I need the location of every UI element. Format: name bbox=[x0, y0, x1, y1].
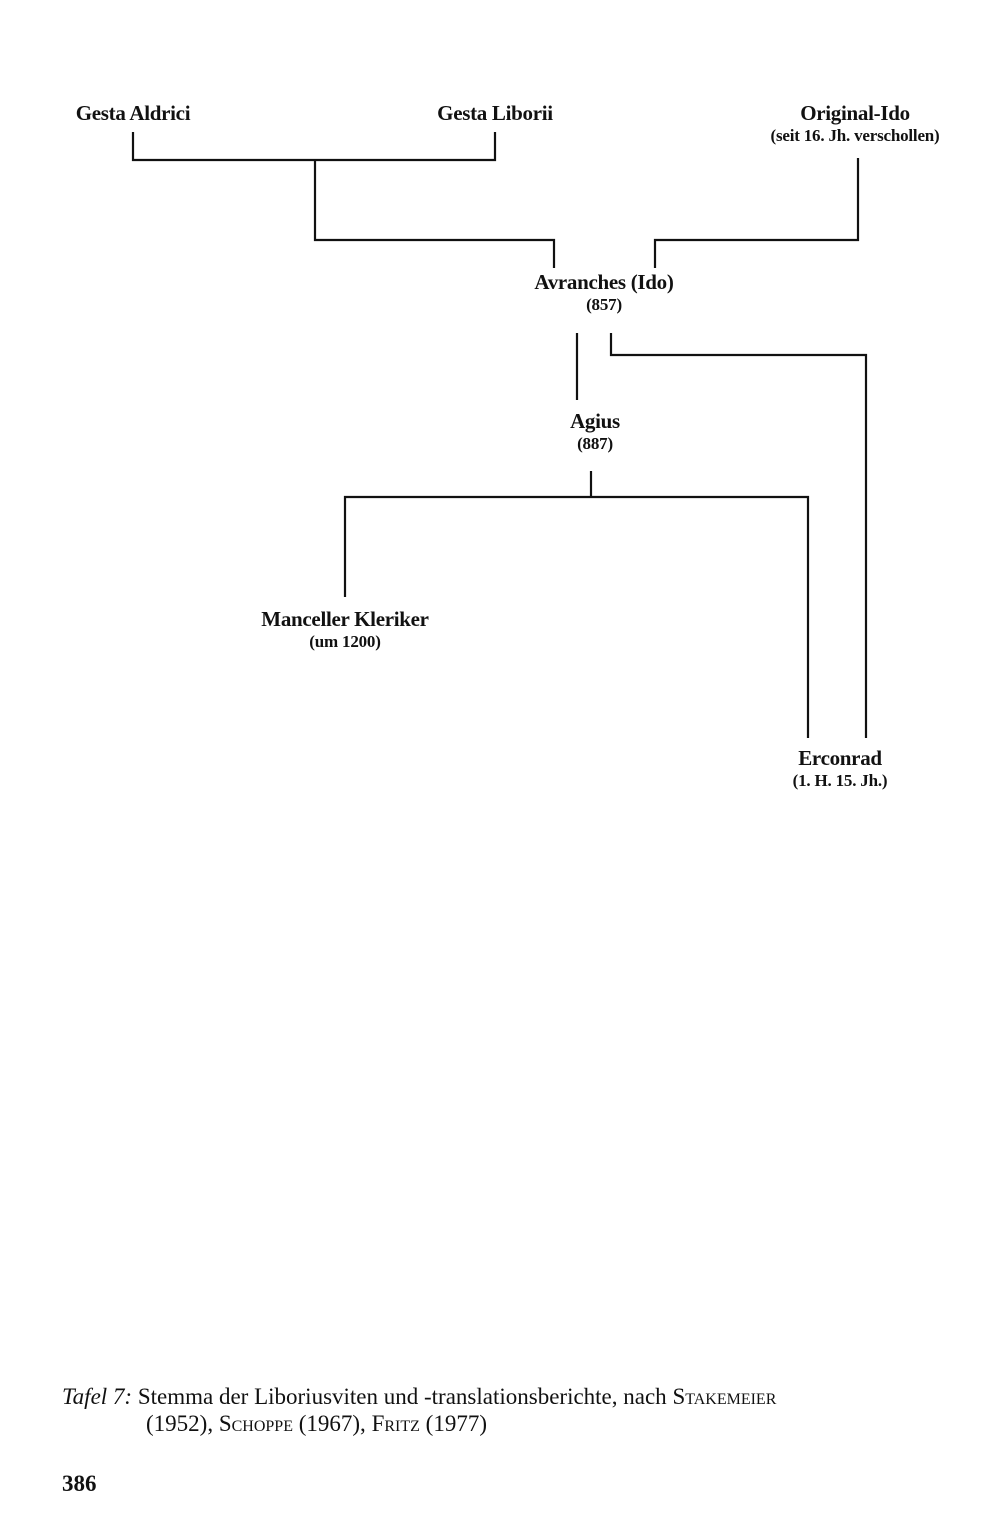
node-original-ido: Original-Ido (seit 16. Jh. verschollen) bbox=[725, 101, 985, 146]
manceller-label: Manceller Kleriker bbox=[261, 607, 429, 631]
gesta-liborii-label: Gesta Liborii bbox=[437, 101, 553, 125]
connector-gesta-to-avranches bbox=[313, 160, 556, 268]
caption-author-schoppe: Schoppe bbox=[218, 1411, 293, 1436]
node-avranches: Avranches (Ido) (857) bbox=[504, 270, 704, 315]
caption-text-1: Stemma der Liboriusviten und -translatio… bbox=[137, 1384, 667, 1409]
connector-original-ido-to-avranches bbox=[653, 158, 860, 268]
agius-date: (887) bbox=[577, 434, 613, 453]
connector-gesta-aldrici-liborii bbox=[131, 132, 497, 162]
caption-lead: Tafel 7: bbox=[62, 1384, 133, 1409]
caption-text-3: (1967), bbox=[298, 1411, 366, 1436]
node-gesta-aldrici: Gesta Aldrici bbox=[53, 101, 213, 126]
node-manceller-kleriker: Manceller Kleriker (um 1200) bbox=[235, 607, 455, 652]
erconrad-date: (1. H. 15. Jh.) bbox=[792, 771, 888, 790]
connector-agius-to-manceller bbox=[343, 495, 810, 738]
node-erconrad: Erconrad (1. H. 15. Jh.) bbox=[760, 746, 920, 791]
caption-author-fritz: Fritz bbox=[371, 1411, 420, 1436]
connector-avranches-to-erconrad bbox=[609, 333, 868, 738]
page-number: 386 bbox=[62, 1471, 97, 1496]
avranches-label: Avranches (Ido) bbox=[534, 270, 674, 294]
caption-text-2: (1952), bbox=[146, 1411, 214, 1436]
original-ido-note: (seit 16. Jh. verschollen) bbox=[770, 126, 940, 145]
avranches-date: (857) bbox=[586, 295, 622, 314]
caption-author-stakemeier: Stakemeier bbox=[672, 1384, 777, 1409]
node-agius: Agius (887) bbox=[540, 409, 650, 454]
figure-caption: Tafel 7: Stemma der Liboriusviten und -t… bbox=[62, 1383, 962, 1437]
original-ido-label: Original-Ido bbox=[800, 101, 910, 125]
erconrad-label: Erconrad bbox=[798, 746, 882, 770]
caption-text-4: (1977) bbox=[425, 1411, 487, 1436]
gesta-aldrici-label: Gesta Aldrici bbox=[75, 101, 191, 125]
caption-line-2: (1952), Schoppe (1967), Fritz (1977) bbox=[62, 1410, 962, 1437]
agius-label: Agius bbox=[570, 409, 620, 433]
node-gesta-liborii: Gesta Liborii bbox=[420, 101, 570, 126]
manceller-date: (um 1200) bbox=[309, 632, 381, 651]
